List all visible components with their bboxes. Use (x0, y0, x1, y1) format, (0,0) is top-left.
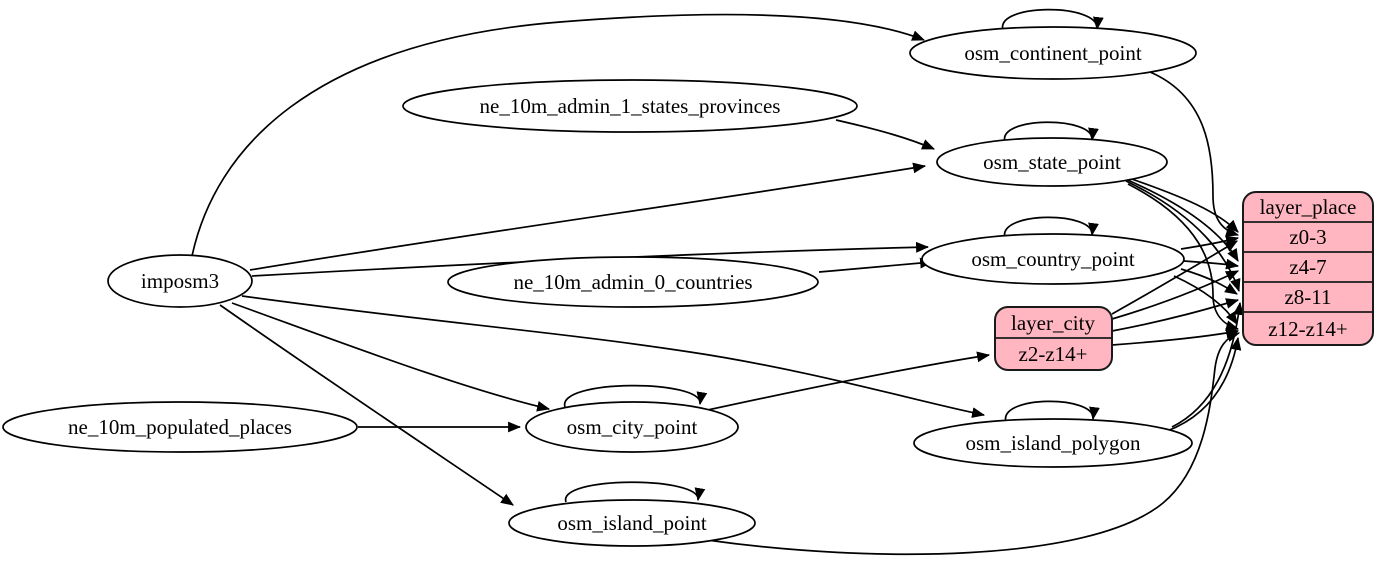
node-osm_state_point-shape (936, 137, 1168, 187)
record-layer_place-row-z0-3: z0-3 (1289, 225, 1326, 249)
node-osm_island_point-shape (508, 499, 756, 547)
edge-imposm3-to-osm_island_point (219, 304, 514, 506)
node-ne_10m_populated_places: ne_10m_populated_places (2, 401, 358, 453)
record-layer_city-row-z2-z14: z2-z14+ (1019, 342, 1088, 366)
node-ne_10m_admin_1_states_provinces: ne_10m_admin_1_states_provinces (402, 79, 858, 133)
node-osm_island_polygon-shape (913, 418, 1193, 468)
node-osm_country_point-shape (921, 233, 1185, 285)
edge-imposm3-to-osm_continent_point (191, 13, 926, 257)
node-ne_10m_admin_0_countries-label: ne_10m_admin_0_countries (513, 270, 752, 294)
edge-osm_state_point-to-layer_place-z4-7 (1122, 177, 1239, 262)
node-osm_island_point: osm_island_point (508, 499, 756, 547)
node-ne_10m_populated_places-label: ne_10m_populated_places (68, 415, 292, 439)
node-osm_country_point: osm_country_point (921, 233, 1185, 285)
node-osm_state_point: osm_state_point (936, 137, 1168, 187)
edge-osm_island_point-to-layer_place-z12-z14 (706, 331, 1241, 556)
self-loop-osm_continent_point (1002, 8, 1104, 31)
self-loop-osm_state_point (1004, 121, 1099, 143)
edge-osm_island_polygon-to-layer_place-z8-11 (1171, 301, 1244, 428)
edge-osm_island_polygon-to-layer_place-z12-z14 (1166, 336, 1242, 432)
edge-imposm3-to-osm_island_polygon (241, 295, 986, 418)
node-osm_country_point-label: osm_country_point (971, 247, 1134, 271)
node-osm_continent_point: osm_continent_point (909, 26, 1197, 80)
node-osm_island_polygon-label: osm_island_polygon (965, 431, 1141, 455)
edge-osm_country_point-to-layer_place-z4-7 (1183, 258, 1240, 270)
edge-ne_10m_admin_0_countries-to-osm_country_point (818, 257, 934, 273)
record-layer_city: layer_city z2-z14+ (994, 306, 1113, 371)
node-imposm3-shape (107, 254, 253, 308)
node-ne_10m_admin_1_states_provinces-label: ne_10m_admin_1_states_provinces (480, 94, 781, 118)
record-layer_city-title: layer_city (1011, 311, 1095, 335)
node-osm_island_point-label: osm_island_point (557, 511, 707, 535)
self-loop-osm_island_polygon (1005, 400, 1100, 423)
edge-osm_country_point-to-layer_place-z12-z14 (1173, 275, 1238, 325)
edge-imposm3-to-osm_city_point (231, 302, 551, 412)
edge-ne_10m_admin_1_states_provinces-to-osm_state_point (835, 119, 935, 150)
self-loop-osm_island_point (565, 481, 706, 503)
edge-layer_city-to-layer_place-z4-7 (1111, 270, 1239, 320)
record-layer_place-row-z4-7: z4-7 (1289, 255, 1326, 279)
node-osm_city_point: osm_city_point (525, 401, 739, 453)
edge-layer_city-to-layer_place-z0-3 (1111, 240, 1238, 315)
node-osm_city_point-label: osm_city_point (567, 415, 698, 439)
record-layer_place-title: layer_place (1260, 195, 1357, 219)
record-layer_place-row-z8-11: z8-11 (1284, 285, 1331, 309)
node-imposm3: imposm3 (107, 254, 253, 308)
node-osm_city_point-shape (525, 401, 739, 453)
self-loop-osm_city_point (564, 384, 708, 408)
edges (191, 8, 1244, 556)
edge-osm_country_point-to-layer_place-z8-11 (1180, 268, 1238, 295)
edge-osm_city_point-to-layer_city-z2-z14 (702, 351, 991, 412)
node-ne_10m_admin_0_countries: ne_10m_admin_0_countries (447, 256, 819, 308)
edge-layer_city-to-layer_place-z12-z14 (1111, 327, 1240, 346)
edge-osm_continent_point-to-layer_place-z0-3 (1149, 71, 1240, 237)
record-layer_place: layer_place z0-3 z4-7 z8-11 z12-z14+ (1242, 191, 1374, 346)
node-osm_state_point-label: osm_state_point (983, 150, 1121, 174)
edge-osm_state_point-to-layer_place-z12-z14 (1127, 183, 1240, 331)
node-ne_10m_admin_1_states_provinces-shape (402, 79, 858, 133)
node-osm_continent_point-label: osm_continent_point (964, 41, 1141, 65)
self-loop-osm_country_point (1004, 216, 1099, 239)
node-osm_continent_point-shape (909, 26, 1197, 80)
record-layer_place-row-z12-z14: z12-z14+ (1268, 317, 1347, 341)
edge-osm_country_point-to-layer_place-z0-3 (1180, 235, 1240, 250)
node-imposm3-label: imposm3 (141, 269, 219, 293)
node-ne_10m_admin_0_countries-shape (447, 256, 819, 308)
edge-imposm3-to-osm_state_point (249, 162, 927, 271)
node-osm_island_polygon: osm_island_polygon (913, 418, 1193, 468)
edge-layer_city-to-layer_place-z8-11 (1111, 298, 1240, 332)
record-layer_place-box (1242, 191, 1374, 346)
edge-osm_state_point-to-layer_place-z0-3 (1119, 174, 1239, 233)
node-ne_10m_populated_places-shape (2, 401, 358, 453)
